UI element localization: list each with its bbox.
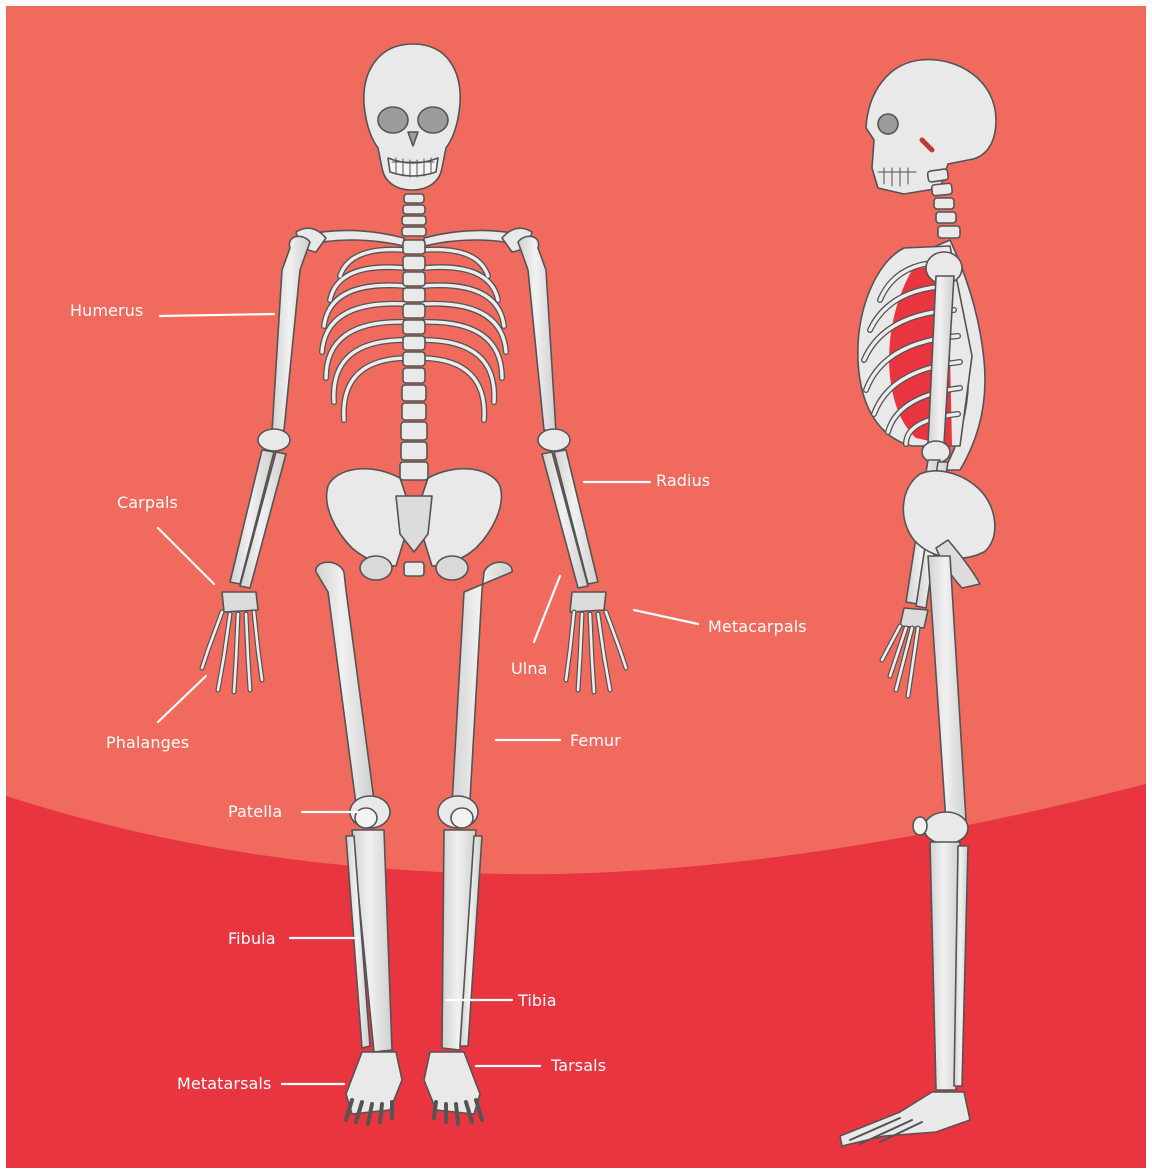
label-metatarsals: Metatarsals <box>177 1074 271 1093</box>
label-carpals: Carpals <box>117 493 178 512</box>
label-tibia: Tibia <box>518 991 557 1010</box>
label-ulna: Ulna <box>511 659 548 678</box>
front-spine <box>400 240 428 480</box>
label-phalanges: Phalanges <box>106 733 189 752</box>
label-humerus: Humerus <box>70 301 143 320</box>
label-tarsals: Tarsals <box>551 1056 606 1075</box>
label-femur: Femur <box>570 731 621 750</box>
label-metacarpals: Metacarpals <box>708 617 807 636</box>
label-radius: Radius <box>656 471 710 490</box>
label-fibula: Fibula <box>228 929 276 948</box>
label-patella: Patella <box>228 802 282 821</box>
